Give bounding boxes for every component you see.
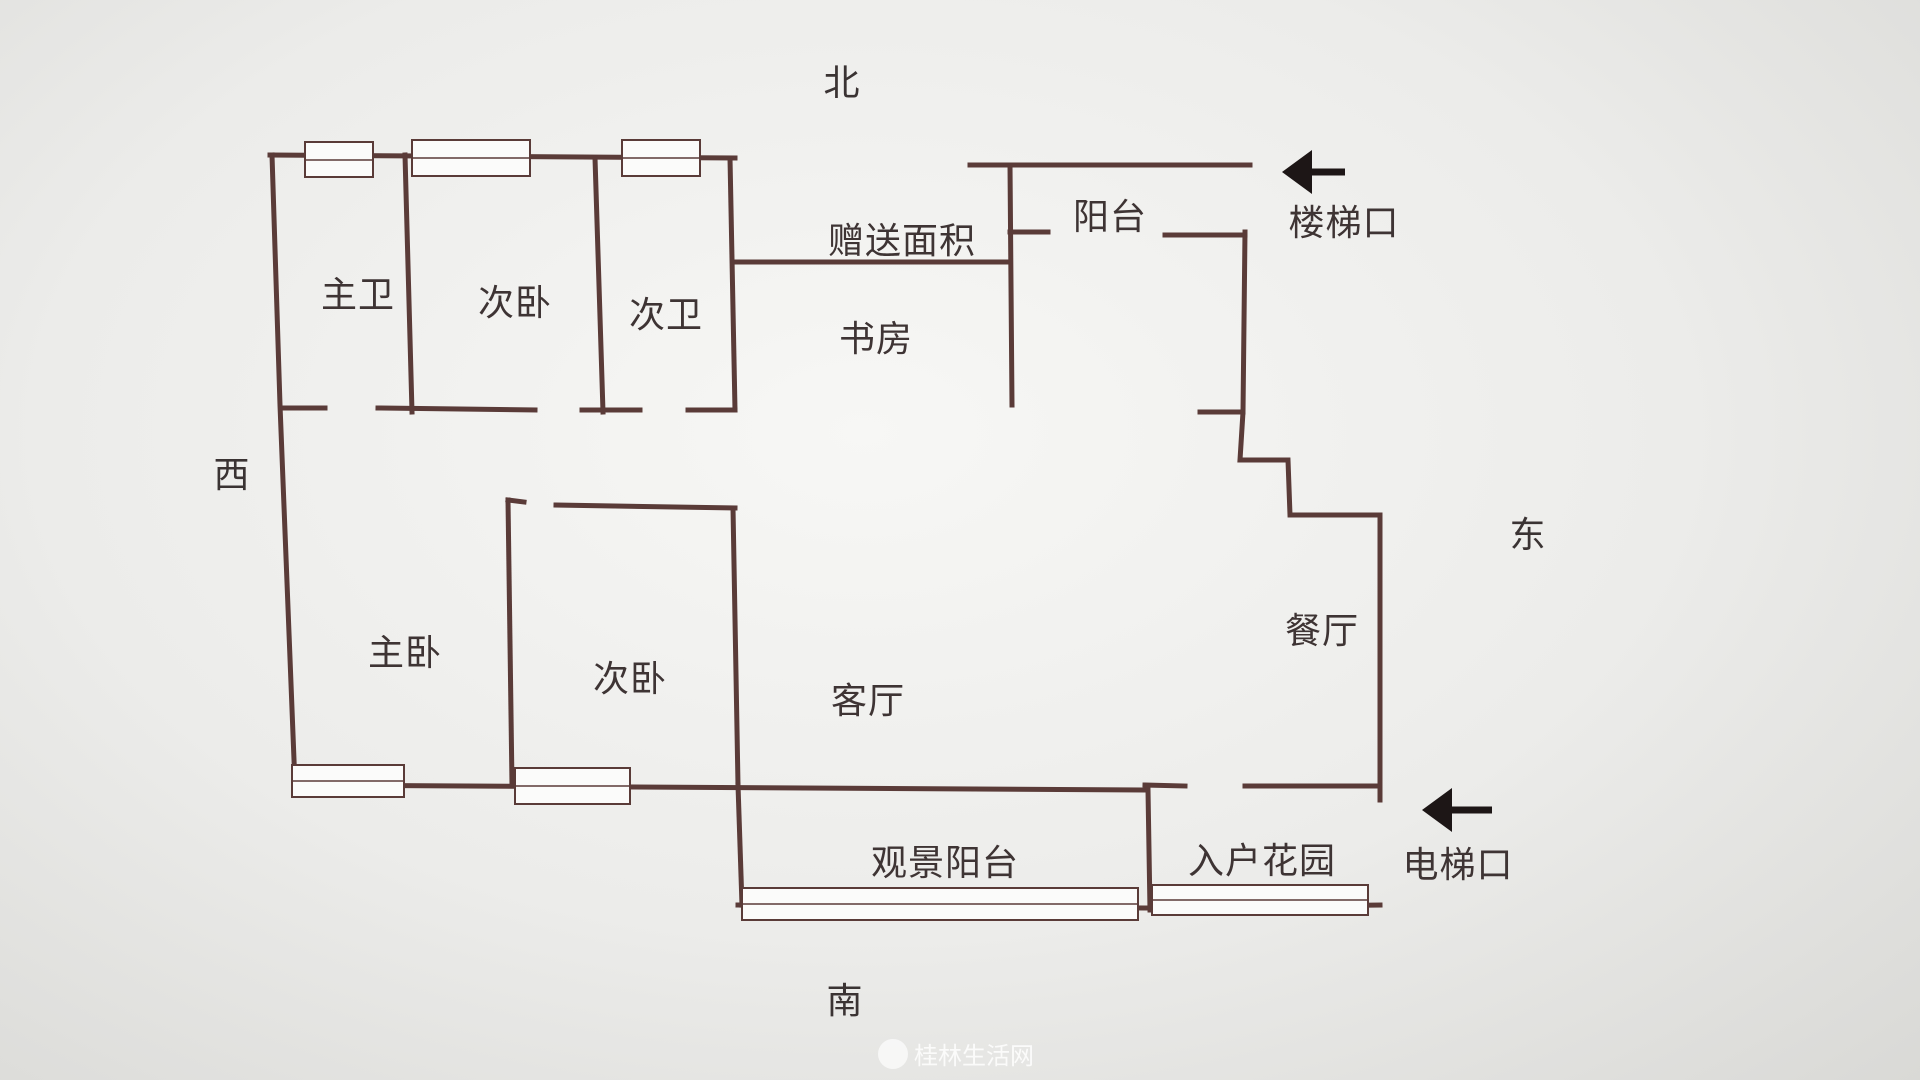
watermark-logo-icon <box>878 1038 908 1069</box>
walls <box>267 152 1383 913</box>
windows <box>291 139 1369 921</box>
room-entry-garden: 入户花园 <box>1187 841 1337 882</box>
elevator-label: 电梯口 <box>1402 845 1514 886</box>
watermark: 桂林生活网 <box>878 1036 1034 1071</box>
compass-west: 西 <box>213 455 251 496</box>
room-living-room: 客厅 <box>830 681 906 722</box>
room-master-bath: 主卫 <box>320 275 396 316</box>
room-dining-room: 餐厅 <box>1284 611 1360 652</box>
stairway-label: 楼梯口 <box>1288 203 1400 244</box>
watermark-text: 桂林生活网 <box>914 1042 1034 1070</box>
room-second-bedroom-south: 次卧 <box>592 659 668 700</box>
arrow-icon <box>1422 788 1492 832</box>
compass-south: 南 <box>826 981 864 1022</box>
compass-north: 北 <box>823 63 861 104</box>
room-study: 书房 <box>838 319 914 360</box>
room-balcony: 阳台 <box>1072 197 1148 238</box>
room-master-bedroom: 主卧 <box>367 633 443 674</box>
compass-east: 东 <box>1509 515 1547 556</box>
room-view-balcony: 观景阳台 <box>870 843 1020 884</box>
room-second-bedroom-north: 次卧 <box>477 283 553 324</box>
room-bonus-area: 赠送面积 <box>827 221 977 262</box>
room-second-bath: 次卫 <box>628 295 704 336</box>
arrow-icon <box>1282 150 1345 194</box>
